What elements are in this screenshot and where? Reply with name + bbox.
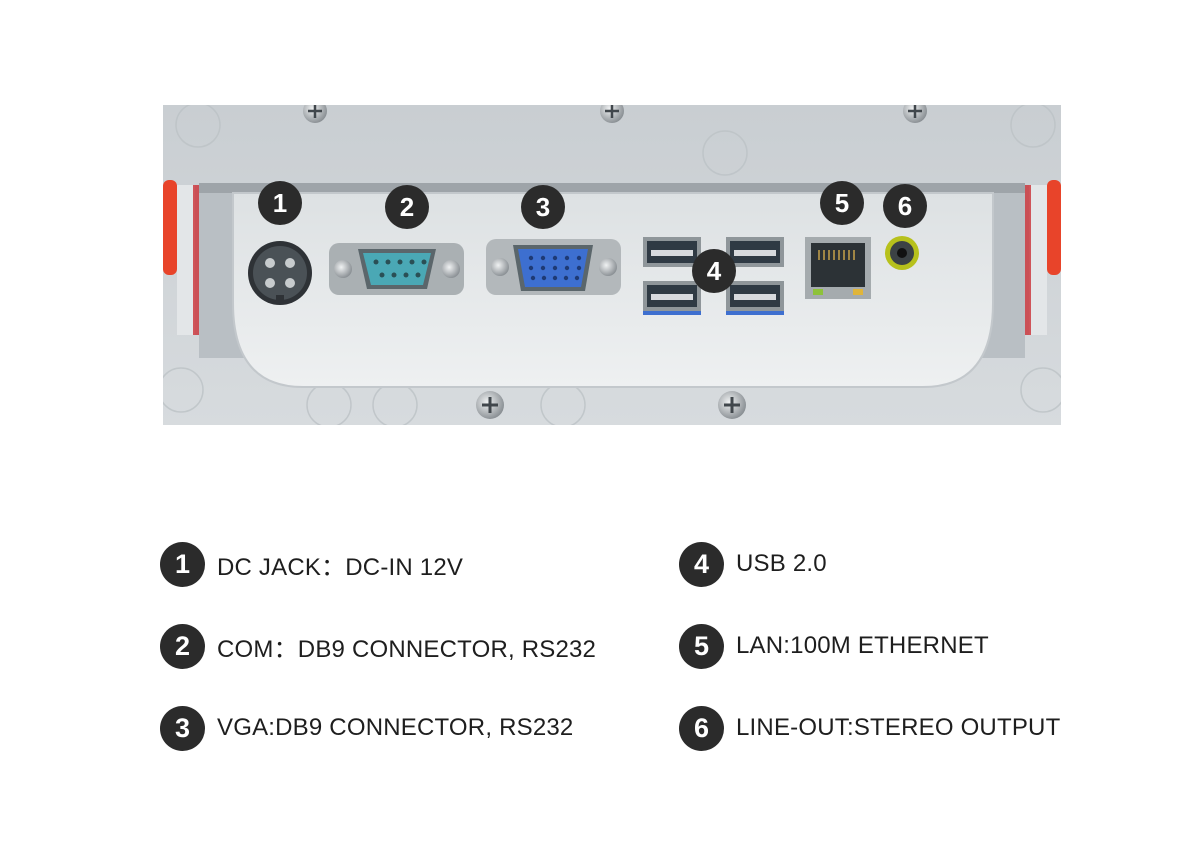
screw-icon xyxy=(303,105,327,123)
legend-item-lan: 5 LAN:100M ETHERNET xyxy=(679,623,989,669)
callout-1: 1 xyxy=(258,181,302,225)
legend-number: 3 xyxy=(160,705,205,751)
legend-number: 6 xyxy=(679,705,724,751)
com-port-icon xyxy=(329,243,464,295)
legend-label: COM：DB9 CONNECTOR, RS232 xyxy=(217,635,597,663)
legend-label: USB 2.0 xyxy=(736,550,827,577)
legend-item-vga: 3 VGA:DB9 CONNECTOR, RS232 xyxy=(160,705,573,751)
svg-text:4: 4 xyxy=(707,256,722,286)
legend-number: 2 xyxy=(160,623,205,669)
legend-item-com: 2 COM：DB9 CONNECTOR, RS232 xyxy=(160,623,596,669)
callout-3: 3 xyxy=(521,185,565,229)
legend-label: DC JACK：DC-IN 12V xyxy=(217,553,464,581)
legend-label: LAN:100M ETHERNET xyxy=(736,632,989,659)
svg-text:6: 6 xyxy=(898,191,912,221)
io-panel-photo: 1 2 3 4 5 6 xyxy=(163,105,1061,425)
ethernet-port-icon xyxy=(805,237,871,299)
audio-jack-icon xyxy=(885,236,919,270)
callout-6: 6 xyxy=(883,184,927,228)
legend-number: 1 xyxy=(160,541,205,587)
legend-item-dc-jack: 1 DC JACK：DC-IN 12V xyxy=(160,541,463,587)
legend-label: VGA:DB9 CONNECTOR, RS232 xyxy=(217,714,574,741)
svg-text:3: 3 xyxy=(536,192,550,222)
svg-text:1: 1 xyxy=(273,188,287,218)
dc-jack-icon xyxy=(248,241,312,305)
svg-text:2: 2 xyxy=(400,192,414,222)
callout-5: 5 xyxy=(820,181,864,225)
callout-2: 2 xyxy=(385,185,429,229)
legend-item-usb: 4 USB 2.0 xyxy=(679,541,827,587)
legend-label: LINE-OUT:STEREO OUTPUT xyxy=(736,714,1061,741)
vga-port-icon xyxy=(486,239,621,295)
usb-port-icon xyxy=(643,237,784,315)
callout-4: 4 xyxy=(692,249,736,293)
legend-number: 5 xyxy=(679,623,724,669)
legend-item-line-out: 6 LINE-OUT:STEREO OUTPUT xyxy=(679,705,1060,751)
legend-number: 4 xyxy=(679,541,724,587)
svg-text:5: 5 xyxy=(835,188,849,218)
